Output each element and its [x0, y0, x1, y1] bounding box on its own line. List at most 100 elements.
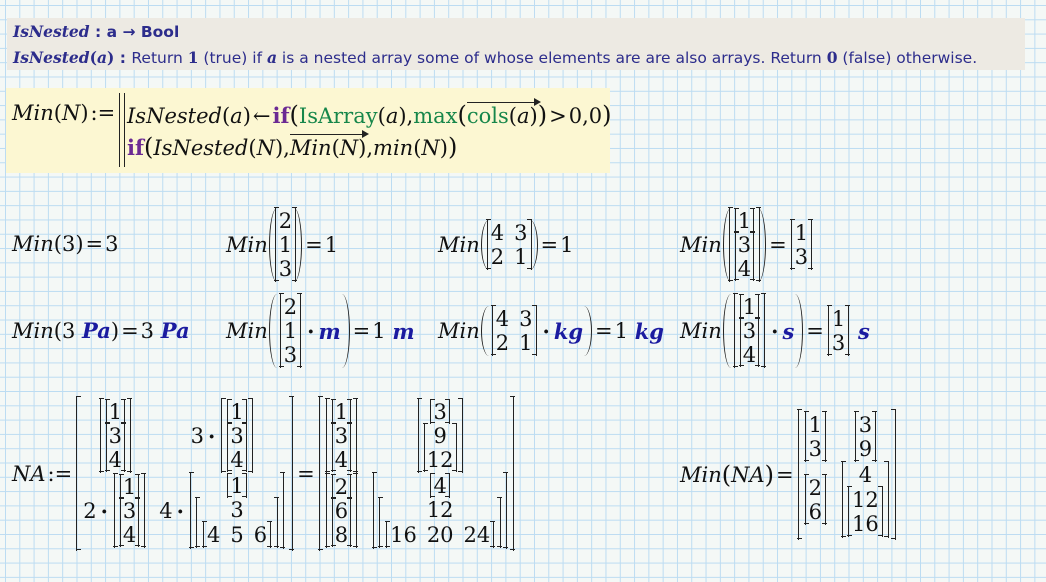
math-token: 3: [61, 318, 76, 343]
example-min-scalar[interactable]: Min(3)=3: [12, 232, 119, 256]
matrix-row: 4: [428, 473, 451, 498]
math-token: 4: [334, 448, 349, 472]
math-token: 1: [187, 48, 199, 67]
vectorize-operator: cols(a): [466, 98, 541, 128]
math-token: 3: [519, 307, 533, 331]
math-token: 16: [390, 523, 417, 547]
description-text-region[interactable]: IsNested : a → Bool IsNested(a) : Return…: [7, 18, 1025, 70]
math-token: Min: [12, 318, 54, 343]
parenthesis: 2 1 3: [268, 207, 303, 282]
example-min-scalar-unit[interactable]: Min(3 Pa)=3 Pa: [12, 318, 190, 343]
example-min-vector-unit[interactable]: Min 2 1 3 ·m =1 m: [226, 293, 415, 368]
matrix-bracket: 1: [739, 294, 761, 319]
matrix-bracket: 1: [734, 208, 756, 233]
program-line-1[interactable]: IsNested(a)←if(IsArray(a),max(cols(a))>0…: [127, 98, 612, 129]
math-token: 9: [858, 437, 873, 461]
multiply-dot: ·: [771, 318, 779, 344]
math-token: =: [769, 233, 787, 257]
math-token: NA: [731, 463, 765, 487]
math-token: 2: [278, 209, 293, 233]
math-token: 2: [83, 499, 97, 523]
math-token: 3: [61, 232, 76, 256]
program-line-2[interactable]: if(IsNested(N),Min(N),min(N)): [127, 130, 458, 161]
math-token: =: [85, 232, 104, 256]
math-token: 0: [826, 48, 838, 67]
math-token: Return: [131, 49, 188, 67]
math-token: kg: [553, 318, 584, 344]
min-definition-region[interactable]: Min(N):= IsNested(a)←if(IsArray(a),max(c…: [6, 88, 612, 173]
math-token: 3: [858, 413, 873, 437]
matrix-row: 1: [104, 399, 127, 424]
math-token: Min: [12, 101, 54, 125]
math-token: 3: [831, 331, 846, 355]
math-token: is a nested array some of whose elements…: [277, 49, 827, 67]
math-token: ,: [406, 104, 414, 128]
math-token: :: [89, 23, 107, 41]
math-token: =: [352, 319, 371, 343]
math-token: 1: [324, 233, 339, 257]
math-token: 1: [737, 209, 752, 233]
math-token: Min: [12, 232, 54, 256]
math-token: 2: [283, 295, 298, 319]
math-token: 16: [852, 512, 879, 536]
math-token: (false) otherwise.: [837, 49, 978, 67]
local-assign-arrow-icon: ←: [252, 104, 271, 128]
math-token: (: [89, 48, 97, 67]
multiply-dot: ·: [542, 318, 550, 344]
math-token: a: [266, 48, 277, 67]
math-token: if: [127, 135, 145, 160]
example-min-vector[interactable]: Min 2 1 3 =1: [226, 207, 339, 282]
math-token: 3: [230, 424, 244, 448]
math-token: 4: [122, 523, 137, 547]
math-token: 3: [334, 424, 349, 448]
variable-name: NA: [12, 462, 46, 486]
signature-line: IsNested : a → Bool: [13, 22, 179, 41]
math-token: 1: [808, 413, 823, 437]
math-token: Min: [438, 233, 480, 257]
math-token: 6: [334, 499, 349, 523]
math-token: cols: [466, 104, 509, 128]
arrow-icon: →: [117, 23, 141, 41]
math-token: s: [782, 318, 795, 344]
math-token: 1: [372, 319, 386, 343]
math-token: (true) if: [198, 49, 267, 67]
definition-lhs: Min(N):=: [12, 101, 116, 125]
math-token: N: [421, 136, 440, 160]
math-token: 0: [568, 104, 583, 128]
math-token: 1: [519, 331, 533, 355]
math-token: :=: [47, 462, 73, 486]
